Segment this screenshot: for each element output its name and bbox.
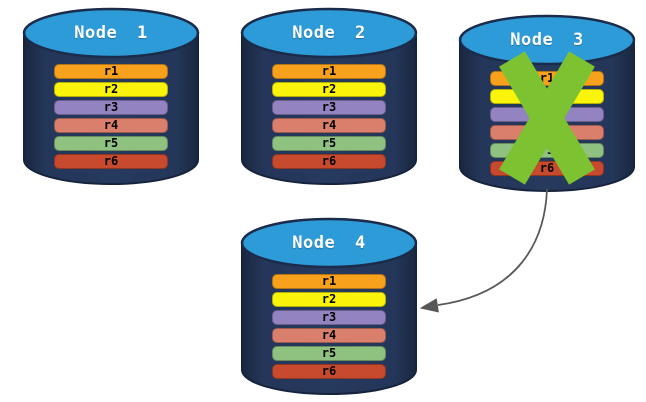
row-r2: r2 (272, 292, 386, 307)
row-r5: r5 (54, 136, 168, 151)
node-title: Node 3 (510, 30, 584, 50)
row-stack: r1 r2 r3 r4 r5 r6 (272, 274, 386, 382)
row-r6: r6 (272, 154, 386, 169)
row-stack: r1 r2 r3 r4 r5 r6 (490, 71, 604, 179)
row-r6: r6 (490, 161, 604, 176)
row-r6: r6 (272, 364, 386, 379)
node-3: Node 3 r1 r2 r3 r4 r5 r6 (458, 14, 636, 200)
row-stack: r1 r2 r3 r4 r5 r6 (272, 64, 386, 172)
row-r4: r4 (54, 118, 168, 133)
row-r2: r2 (490, 89, 604, 104)
row-r6: r6 (54, 154, 168, 169)
node-title: Node 1 (74, 23, 148, 43)
row-stack: r1 r2 r3 r4 r5 r6 (54, 64, 168, 172)
row-r1: r1 (54, 64, 168, 79)
node-2: Node 2 r1 r2 r3 r4 r5 r6 (240, 7, 418, 193)
node-title: Node 4 (292, 233, 366, 253)
row-r3: r3 (490, 107, 604, 122)
row-r4: r4 (490, 125, 604, 140)
row-r1: r1 (272, 274, 386, 289)
row-r4: r4 (272, 118, 386, 133)
row-r5: r5 (272, 136, 386, 151)
node-title: Node 2 (292, 23, 366, 43)
row-r4: r4 (272, 328, 386, 343)
row-r5: r5 (272, 346, 386, 361)
row-r2: r2 (272, 82, 386, 97)
node-4: Node 4 r1 r2 r3 r4 r5 r6 (240, 217, 418, 402)
row-r3: r3 (272, 310, 386, 325)
row-r1: r1 (490, 71, 604, 86)
row-r3: r3 (272, 100, 386, 115)
row-r1: r1 (272, 64, 386, 79)
row-r2: r2 (54, 82, 168, 97)
node-1: Node 1 r1 r2 r3 r4 r5 r6 (22, 7, 200, 193)
row-r3: r3 (54, 100, 168, 115)
row-r5: r5 (490, 143, 604, 158)
